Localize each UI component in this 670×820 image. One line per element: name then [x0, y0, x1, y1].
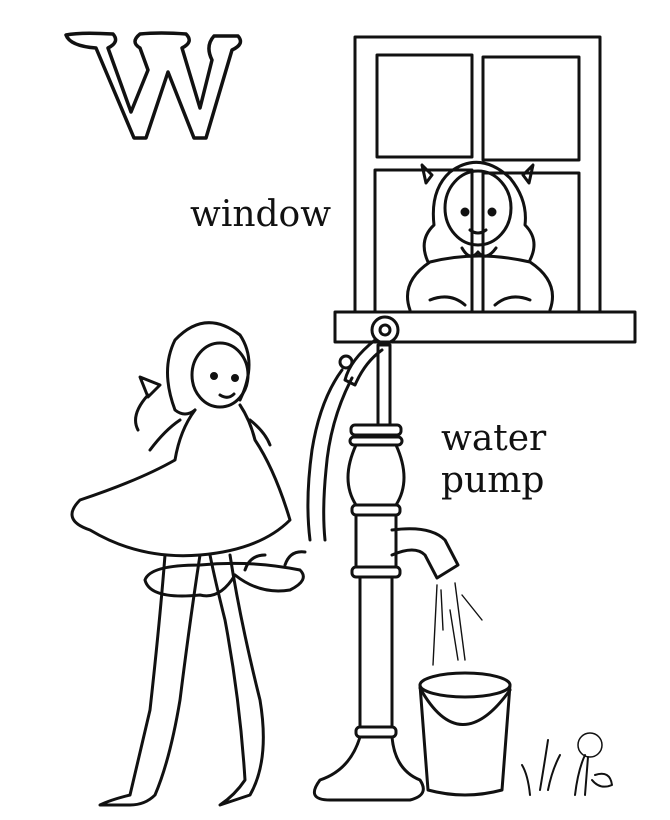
grass-dandelion — [521, 732, 613, 796]
girl-in-window — [406, 160, 554, 312]
window — [333, 35, 637, 344]
water-stream — [432, 582, 483, 666]
letter-w — [64, 31, 243, 140]
girl-at-pump — [70, 321, 307, 807]
word-pump: pump — [441, 460, 545, 501]
water-pump — [306, 315, 460, 802]
word-water: water — [441, 418, 547, 459]
word-window: window — [190, 194, 332, 235]
word-water-pump: water pump — [441, 418, 546, 502]
bucket — [418, 671, 512, 797]
